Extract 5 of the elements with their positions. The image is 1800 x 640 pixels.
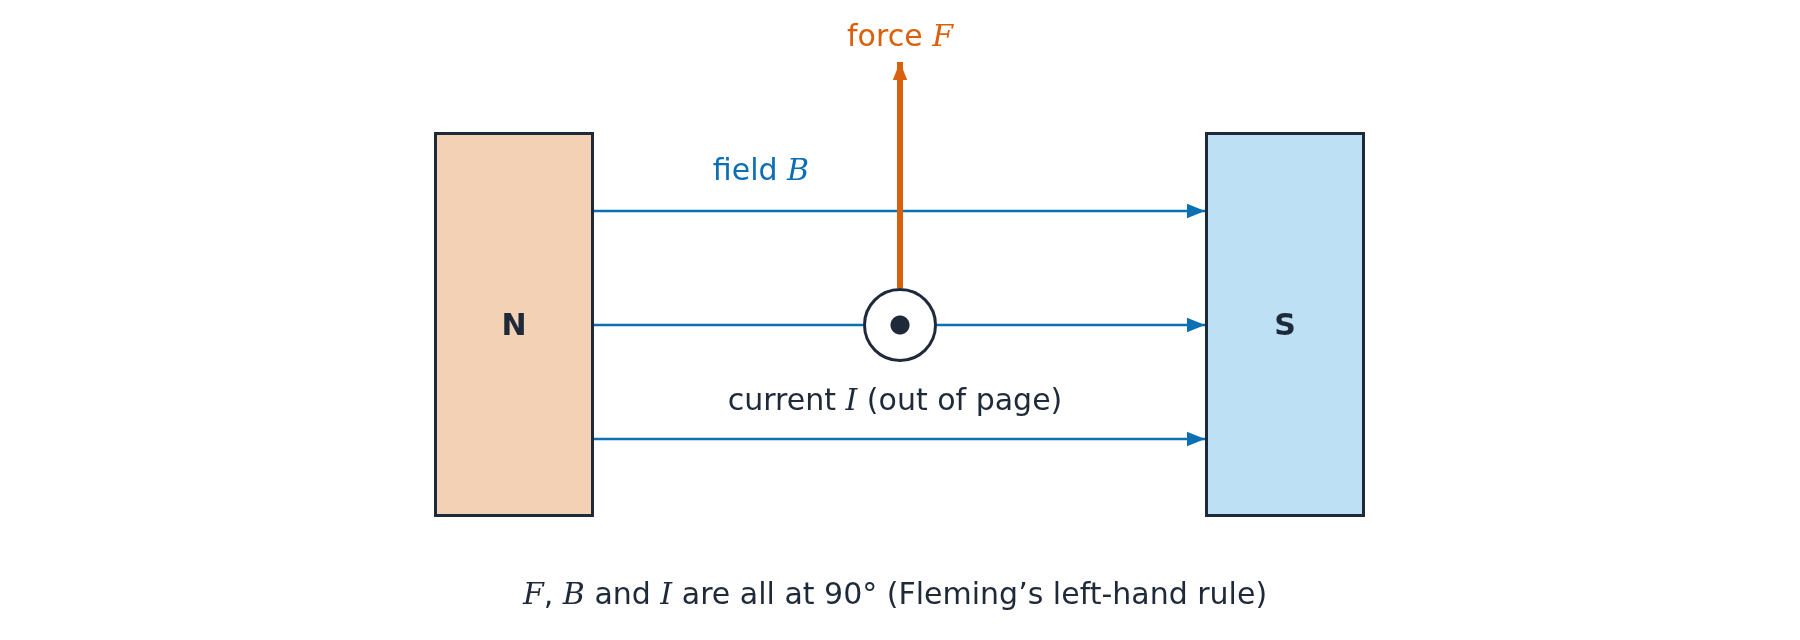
magnet-pole: N	[434, 132, 594, 517]
arrow	[594, 431, 1205, 447]
magnet-pole: S	[1205, 132, 1365, 517]
arrow	[937, 317, 1205, 333]
arrow	[594, 203, 1205, 219]
